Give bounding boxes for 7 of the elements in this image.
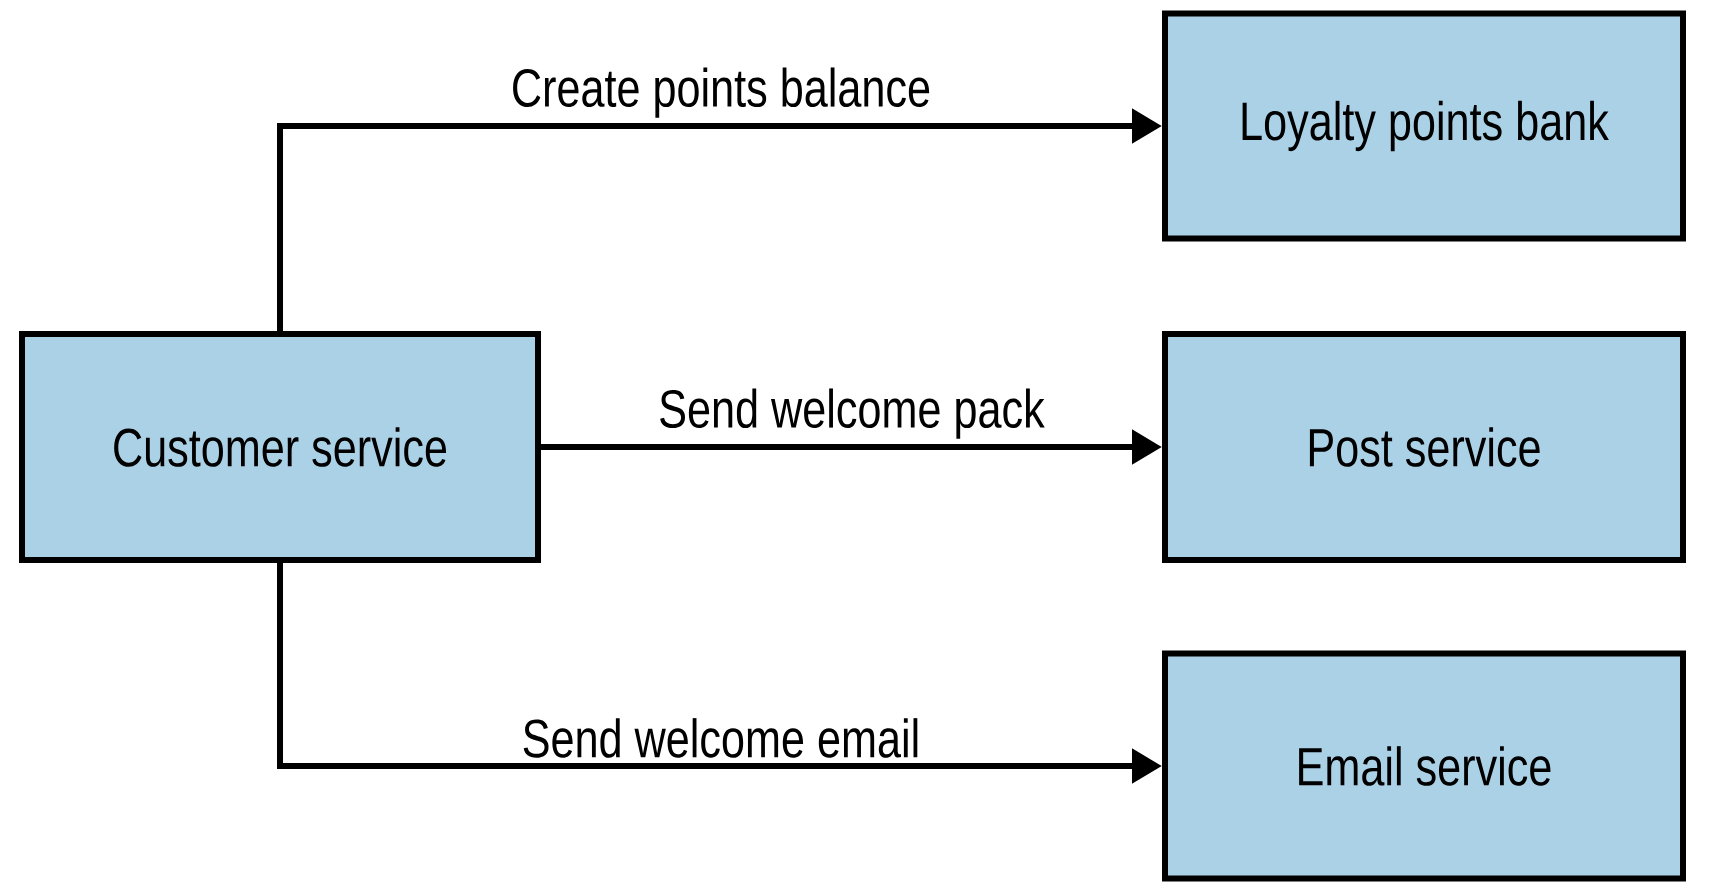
edge-label: Create points balance (513, 67, 930, 118)
edge-label: Send welcome pack (660, 388, 1045, 439)
process-box: Email service (1162, 650, 1686, 882)
edge-label: Send welcome email (523, 718, 918, 758)
process-box: Loyalty points bank (1162, 10, 1686, 242)
process-box: Post service (1162, 331, 1686, 563)
process-box: Customer service (19, 331, 541, 563)
